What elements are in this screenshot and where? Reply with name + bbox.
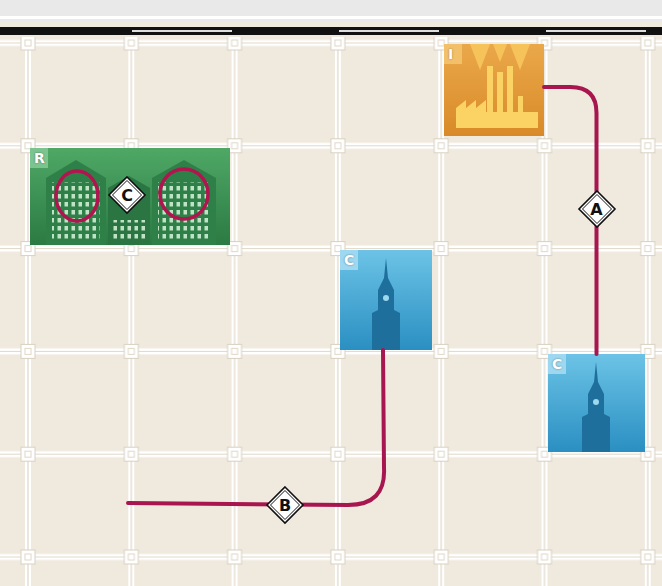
board-grid [0,37,662,586]
top-panel [0,0,662,22]
diamond-letter: C [108,176,146,214]
edge-mark [132,30,232,32]
road-label: A [578,190,616,228]
tile-letter: R [34,150,45,166]
tile-letter: I [448,46,453,62]
city-tile: RC [30,148,230,245]
edge-mark [339,30,439,32]
diamond-letter: B [266,486,304,524]
city-tile: I [444,44,544,136]
tile-letter: C [552,356,562,372]
edge-mark [546,30,646,32]
road-label: B [266,486,304,524]
commercial-tile [340,250,432,350]
scoring-diamond: C [108,176,146,214]
tile-letter: C [344,252,354,268]
city-tile: C [340,250,432,350]
top-panel-edge [0,16,662,19]
diamond-letter: A [578,190,616,228]
city-tile: C [548,354,645,452]
industrial-tile [444,44,544,136]
road-line [128,350,384,505]
commercial-tile [548,354,645,452]
board-edge-bar [0,27,662,35]
residential-tile [30,148,230,245]
